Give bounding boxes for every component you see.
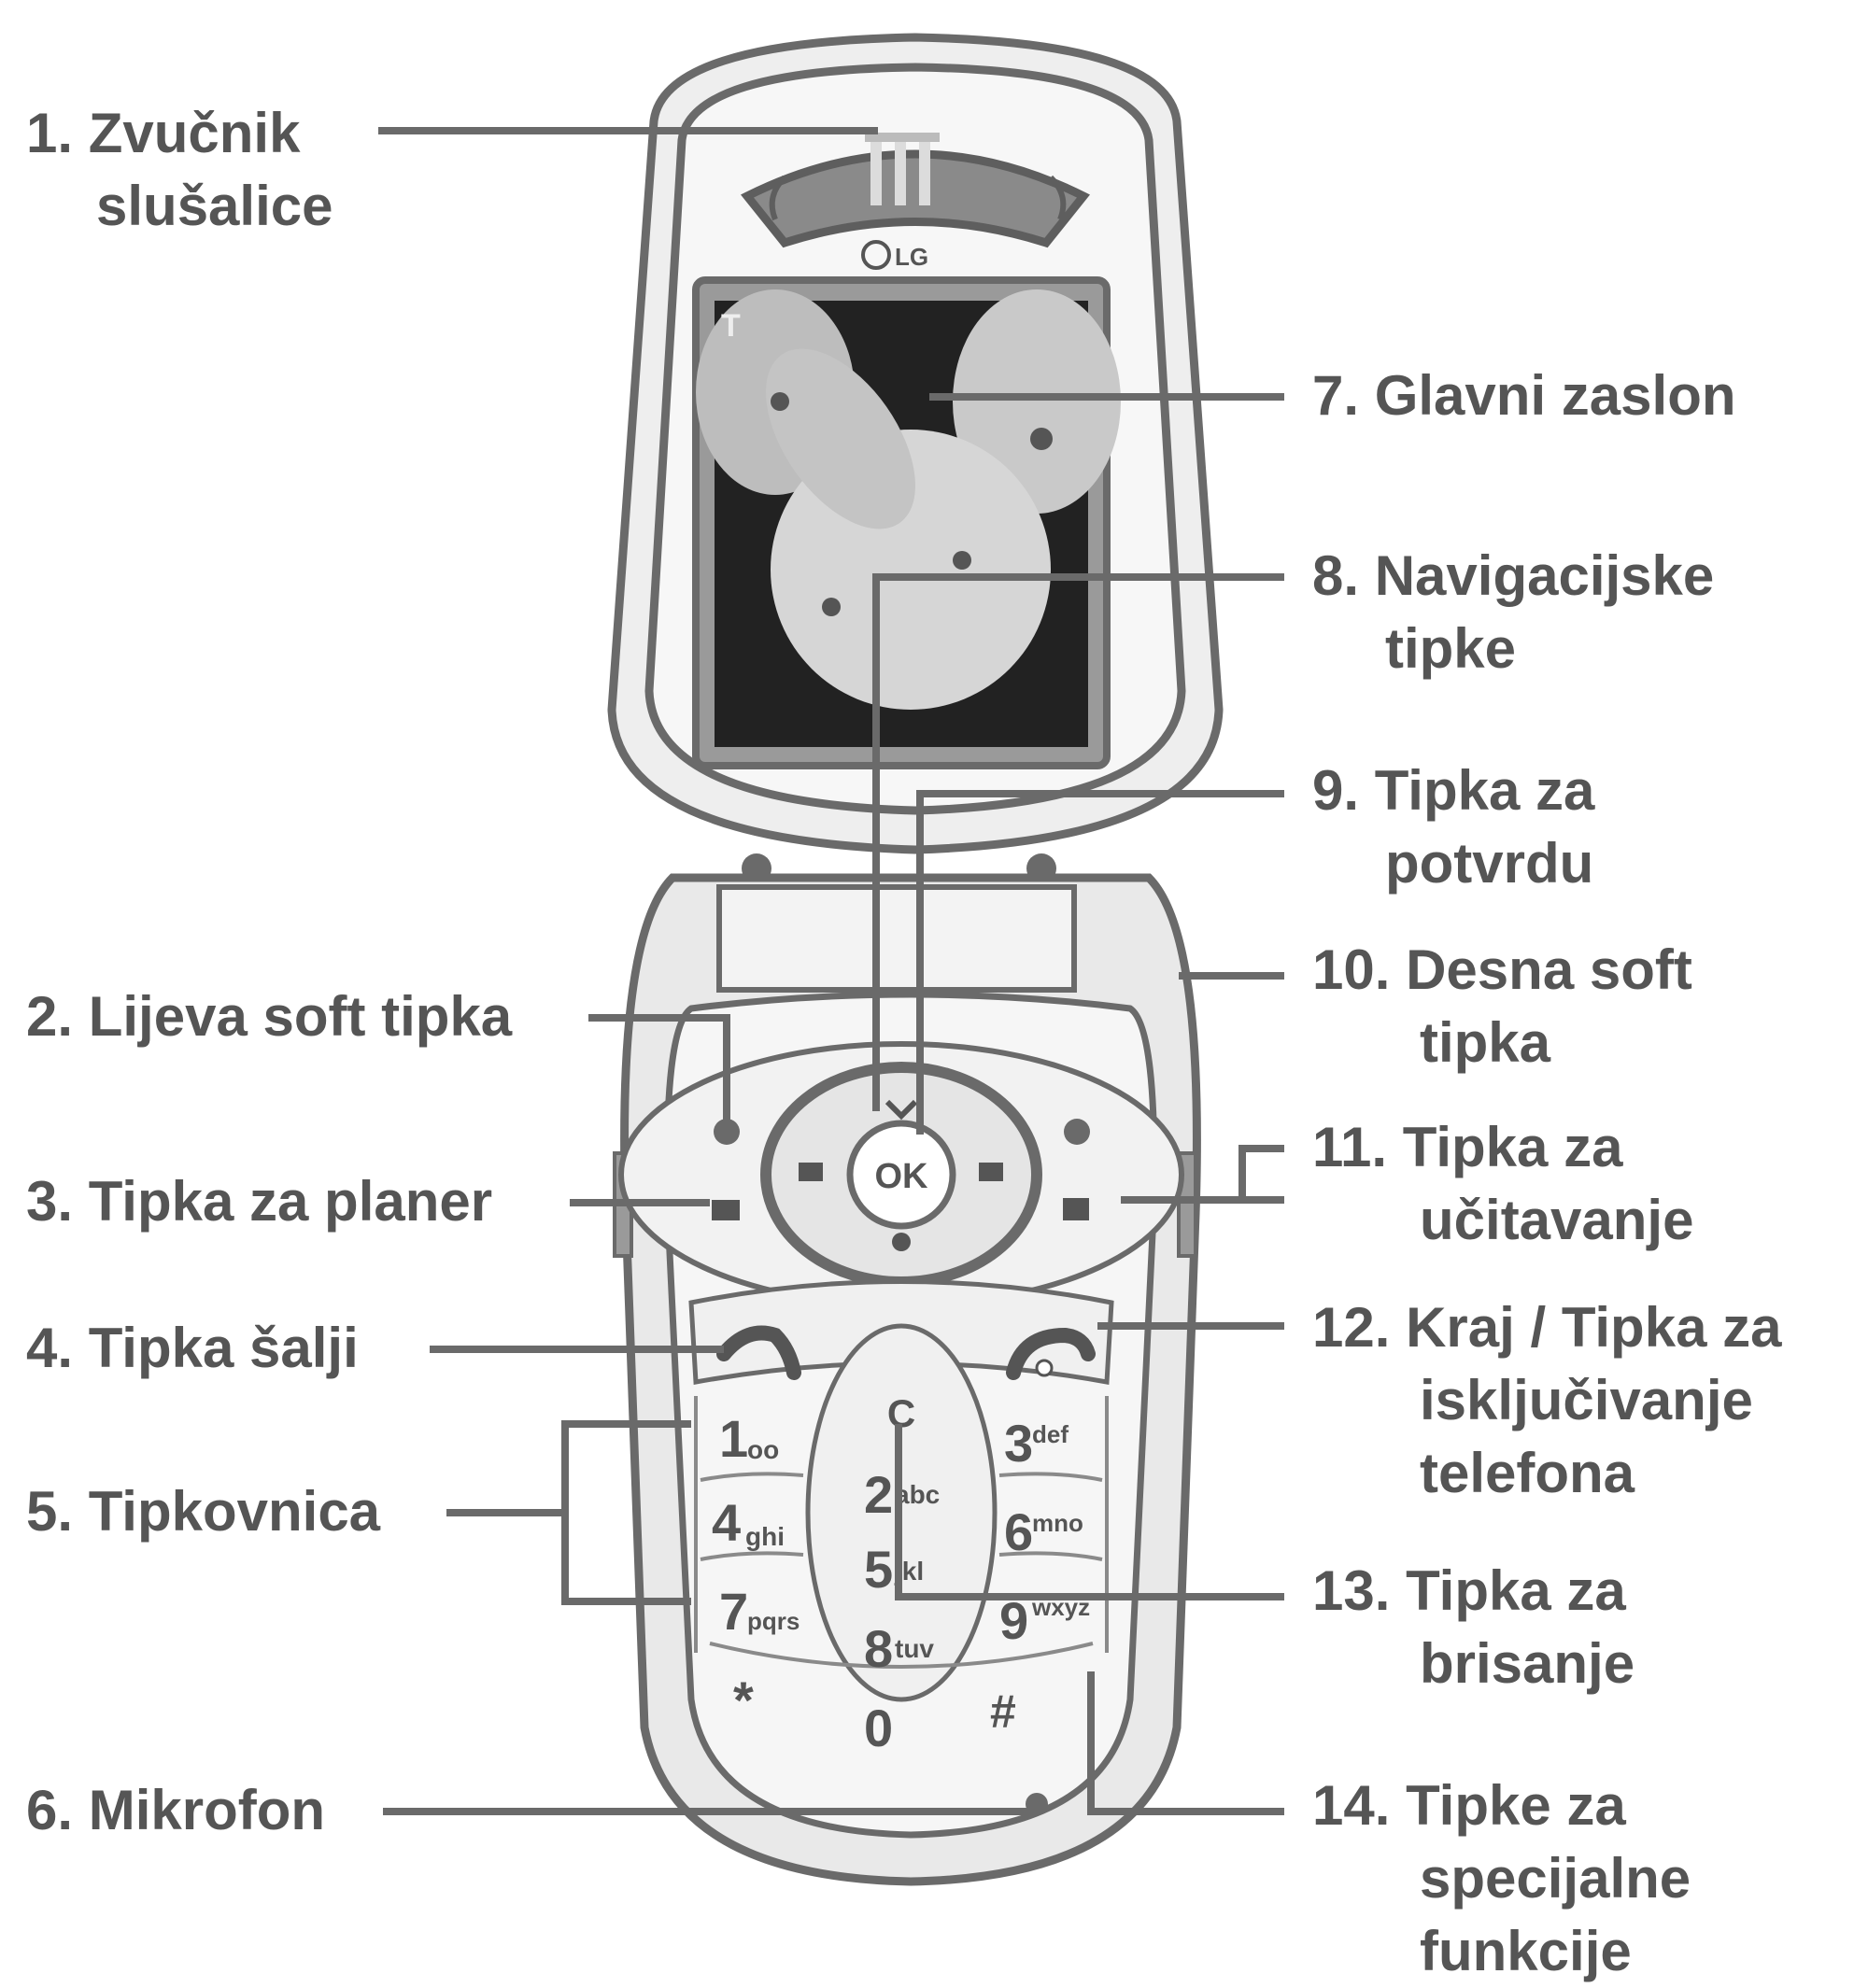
nav-down-icon — [892, 1233, 911, 1251]
key-0: 0 — [864, 1699, 893, 1757]
callout-10-right-soft-key: 10. Desna soft tipka — [1312, 934, 1692, 1079]
svg-text:1: 1 — [719, 1409, 748, 1468]
svg-text:4: 4 — [712, 1493, 741, 1552]
key-hash: # — [990, 1685, 1016, 1738]
planner-key-icon — [712, 1200, 740, 1220]
svg-text:ghi: ghi — [745, 1522, 785, 1551]
callout-6-microphone: 6. Mikrofon — [26, 1774, 325, 1847]
callout-1-earpiece: 1. Zvučnik slušalice — [26, 97, 333, 243]
svg-text:tuv: tuv — [895, 1634, 934, 1663]
main-screen: T — [696, 280, 1121, 766]
leader-11-bracket — [1242, 1149, 1284, 1200]
ok-key-label: OK — [875, 1157, 929, 1196]
svg-text:2: 2 — [864, 1465, 893, 1524]
left-soft-key — [714, 1119, 740, 1145]
svg-text:pqrs: pqrs — [747, 1607, 800, 1635]
callout-9-ok-key: 9. Tipka za potvrdu — [1312, 754, 1594, 900]
callout-13-clear-key: 13. Tipka za brisanje — [1312, 1555, 1635, 1700]
lg-logo-text: LG — [895, 243, 928, 271]
svg-text:6: 6 — [1004, 1502, 1033, 1561]
svg-text:0: 0 — [864, 1699, 893, 1757]
callout-14-special-keys: 14. Tipke za specijalne funkcije — [1312, 1769, 1691, 1988]
svg-text:def: def — [1032, 1420, 1069, 1448]
earpiece-speaker — [865, 133, 940, 205]
callout-8-navigation-keys: 8. Navigacijske tipke — [1312, 540, 1714, 685]
ok-key[interactable]: OK — [850, 1123, 953, 1226]
callout-5-keypad: 5. Tipkovnica — [26, 1475, 380, 1548]
nav-right-icon — [979, 1163, 1003, 1181]
key-star: * — [733, 1671, 754, 1729]
callout-3-planner-key: 3. Tipka za planer — [26, 1165, 492, 1238]
callout-12-end-key: 12. Kraj / Tipka za isključivanje telefo… — [1312, 1291, 1782, 1510]
svg-text:*: * — [733, 1671, 754, 1729]
svg-text:5: 5 — [864, 1540, 893, 1599]
signal-indicator: T — [721, 308, 741, 344]
svg-text:mno: mno — [1032, 1509, 1083, 1537]
svg-text:3: 3 — [1004, 1414, 1033, 1473]
nav-left-icon — [799, 1163, 823, 1181]
svg-text:8: 8 — [864, 1619, 893, 1678]
svg-text:oo: oo — [747, 1435, 779, 1464]
download-key-icon — [1063, 1198, 1089, 1220]
svg-text:7: 7 — [719, 1582, 748, 1641]
callout-2-left-soft-key: 2. Lijeva soft tipka — [26, 980, 512, 1053]
callout-11-download-key: 11. Tipka za učitavanje — [1312, 1111, 1693, 1257]
power-icon — [1037, 1361, 1052, 1375]
right-soft-key — [1064, 1119, 1090, 1145]
svg-text:#: # — [990, 1685, 1016, 1738]
callout-4-send-key: 4. Tipka šalji — [26, 1312, 359, 1385]
hinge-block — [719, 887, 1074, 990]
callout-7-main-screen: 7. Glavni zaslon — [1312, 360, 1736, 432]
